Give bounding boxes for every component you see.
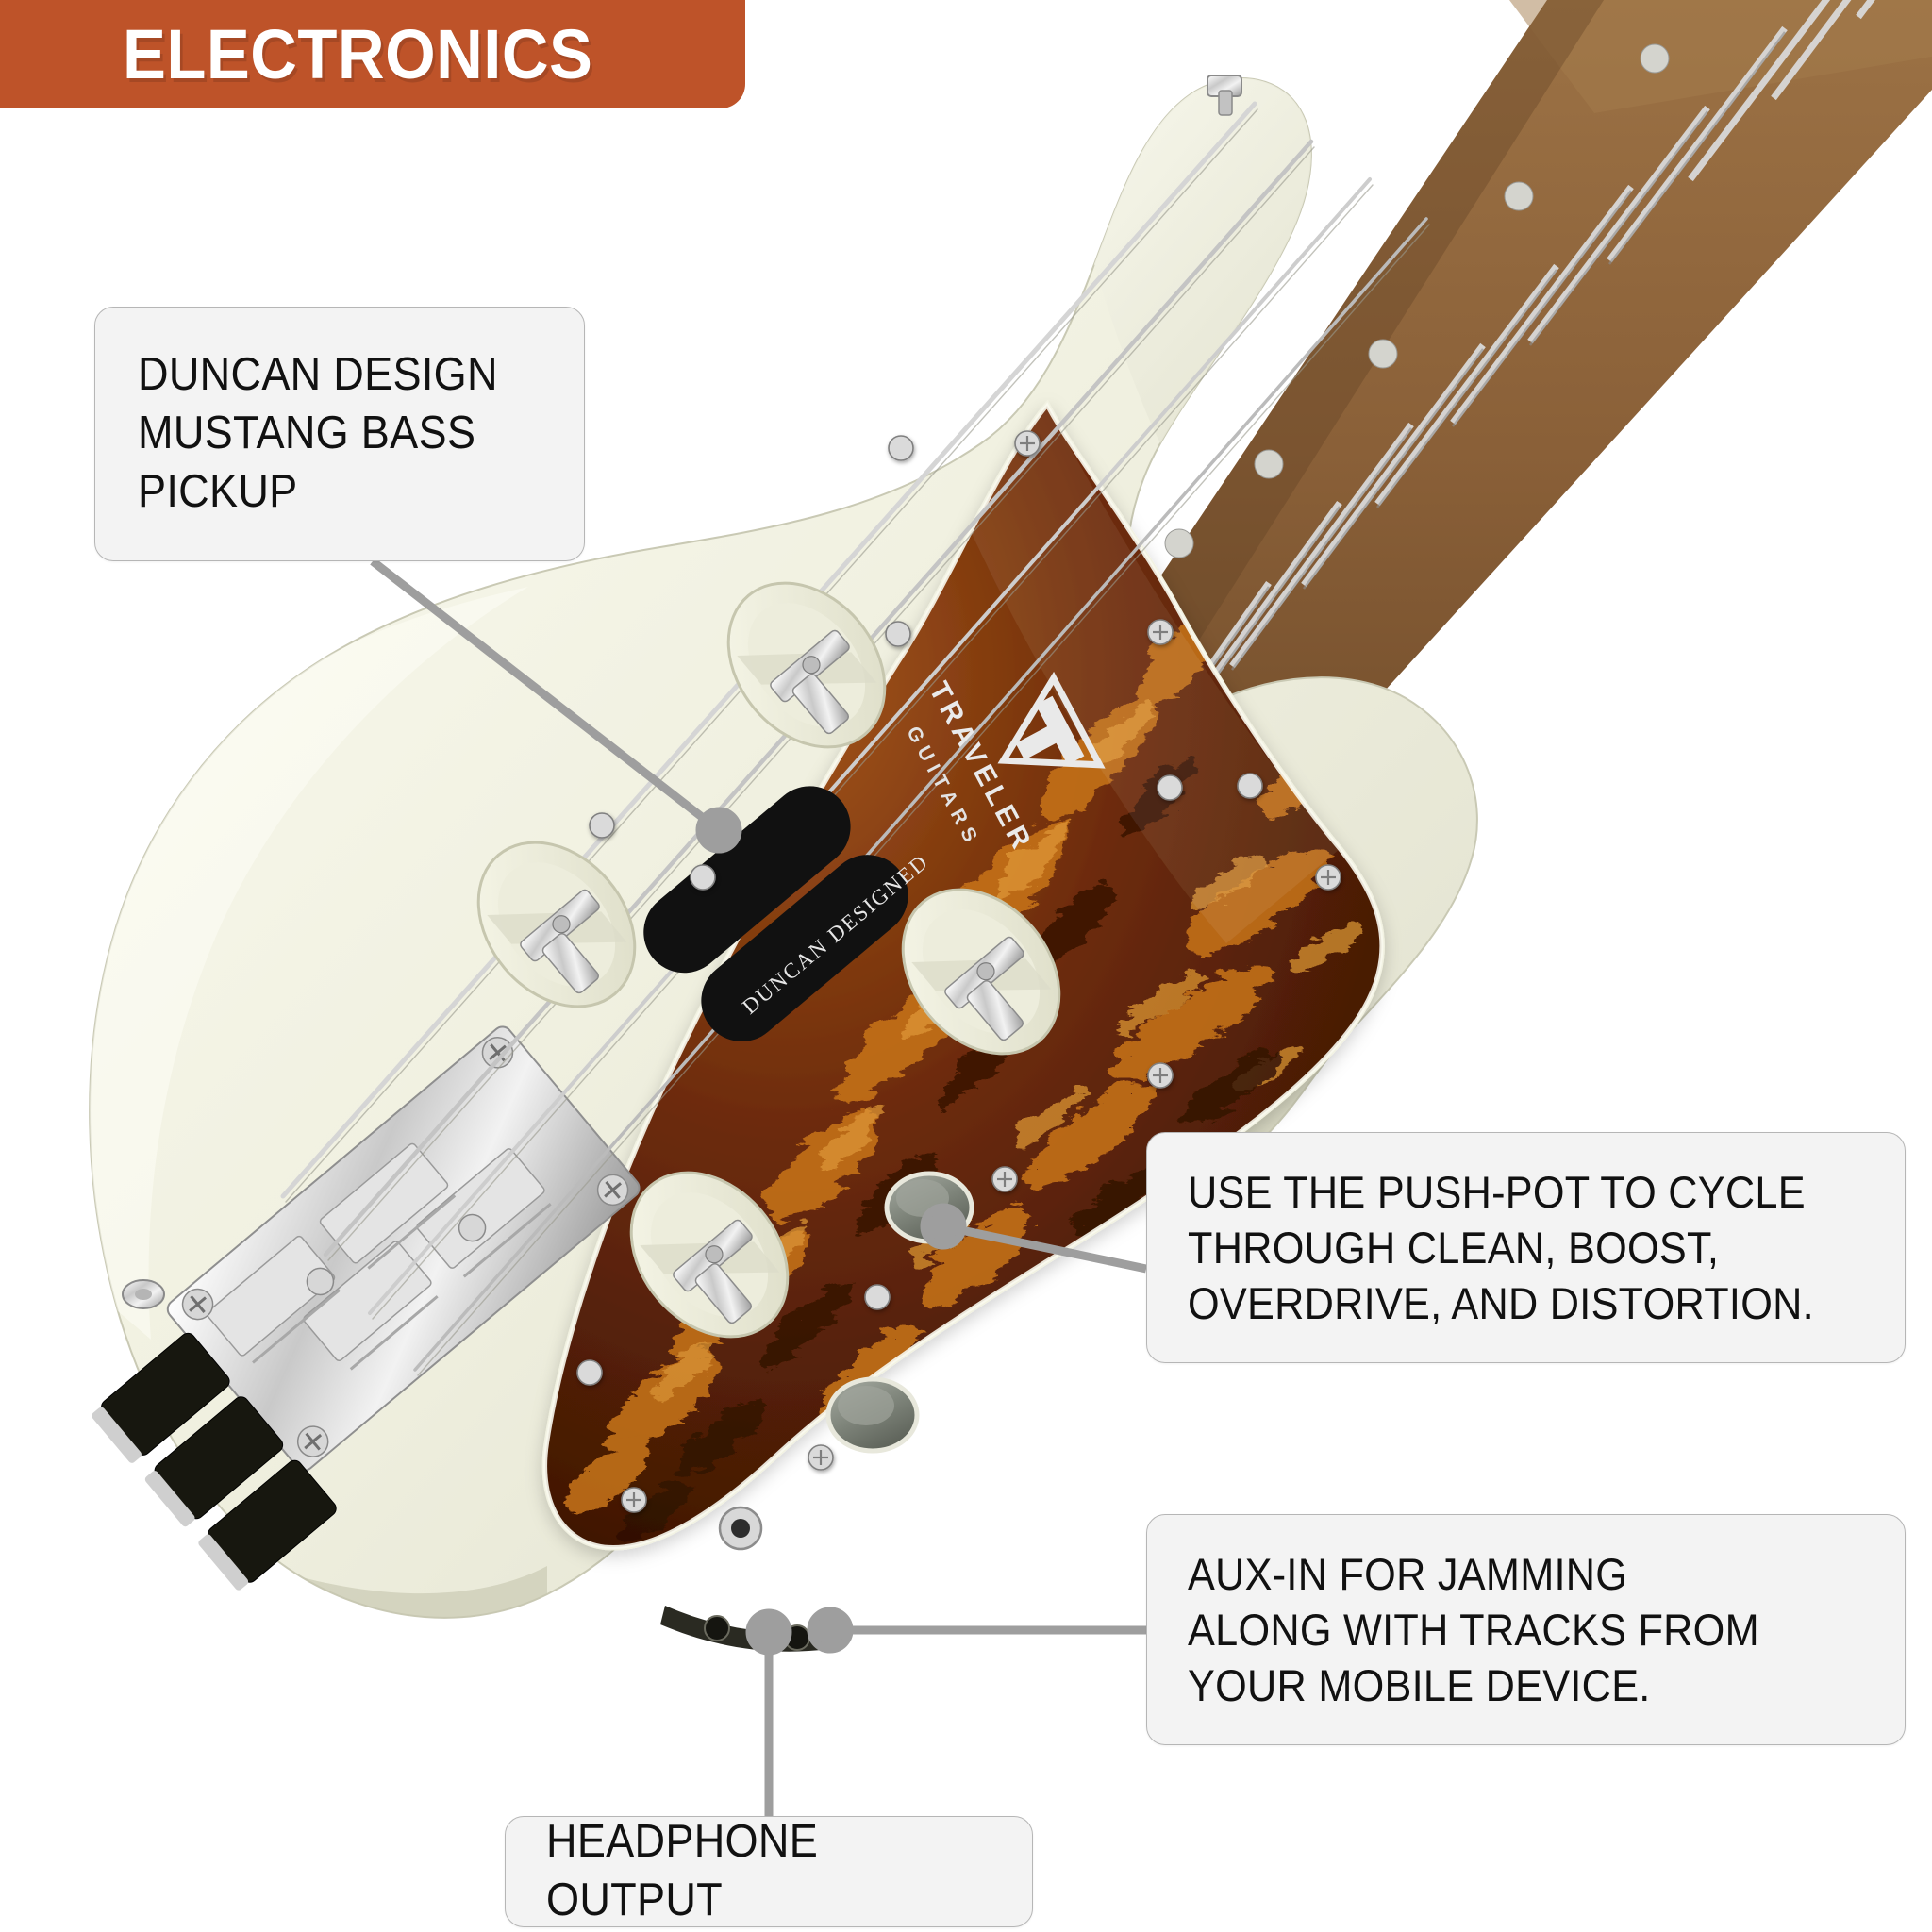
callout-text-aux: AUX-IN FOR JAMMING ALONG WITH TRACKS FRO… <box>1188 1548 1759 1711</box>
callout-aux-in: AUX-IN FOR JAMMING ALONG WITH TRACKS FRO… <box>1146 1514 1906 1745</box>
volume-knob <box>825 1376 920 1454</box>
callout-text-pickup: DUNCAN DESIGN MUSTANG BASS PICKUP <box>138 349 498 517</box>
strings <box>280 101 1430 1376</box>
aux-in-jack <box>784 1624 810 1651</box>
bottom-edge-jacks <box>660 1606 830 1652</box>
tuner-peg-top <box>1207 75 1242 116</box>
strap-button-lower <box>122 1279 165 1309</box>
callout-push-pot: USE THE PUSH-POT TO CYCLE THROUGH CLEAN,… <box>1146 1132 1906 1363</box>
control-knob-rings <box>476 581 1061 1339</box>
headphone-jack <box>704 1615 730 1641</box>
callout-text-headphone: HEADPHONE OUTPUT <box>546 1816 819 1925</box>
banner-title: ELECTRONICS <box>123 14 593 93</box>
callout-text-pushpot: USE THE PUSH-POT TO CYCLE THROUGH CLEAN,… <box>1188 1166 1814 1329</box>
output-jack-pickguard <box>718 1506 763 1551</box>
callout-duncan-design-pickup: DUNCAN DESIGN MUSTANG BASS PICKUP <box>94 307 585 561</box>
push-pot-knob <box>884 1171 974 1244</box>
electronics-banner: ELECTRONICS <box>0 0 745 108</box>
callout-headphone-output: HEADPHONE OUTPUT <box>505 1816 1033 1927</box>
bridge-tuner-assembly <box>92 1025 641 1591</box>
